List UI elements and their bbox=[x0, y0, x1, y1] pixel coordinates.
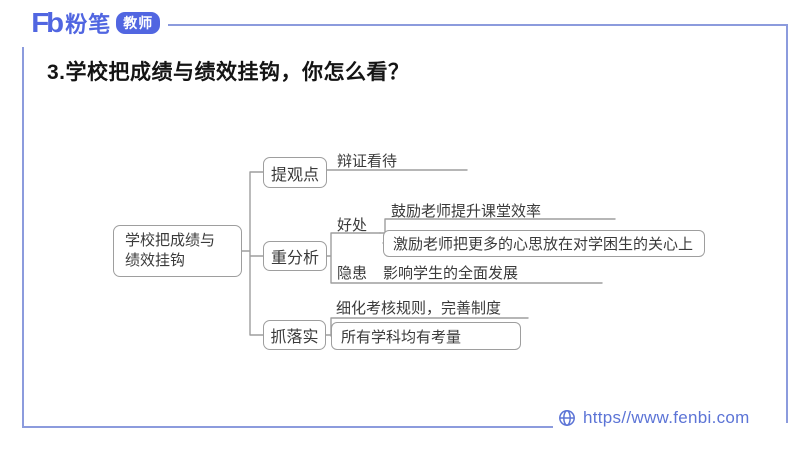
brand-name: 粉笔 bbox=[65, 12, 112, 37]
frame-line-left bbox=[22, 47, 24, 428]
branch-node-implementation: 抓落实 bbox=[263, 320, 326, 350]
subnode-benefits: 好处 bbox=[337, 218, 368, 234]
branch-label: 抓落实 bbox=[270, 329, 319, 346]
leaf-motivate-care-box: 激励老师把更多的心思放在对学困生的关心上 bbox=[383, 230, 705, 257]
footer: https//www.fenbi.com bbox=[558, 408, 750, 428]
fenbi-fb-icon: Fb bbox=[31, 7, 64, 38]
leaf-encourage-efficiency: 鼓励老师提升课堂效率 bbox=[391, 204, 542, 220]
slide-title: 3.学校把成绩与绩效挂钩，你怎么看？ bbox=[47, 61, 410, 84]
footer-url: https//www.fenbi.com bbox=[583, 408, 750, 427]
branch-label: 提观点 bbox=[270, 166, 319, 184]
leaf-dialectical-view: 辩证看待 bbox=[337, 154, 398, 170]
branch-label: 重分析 bbox=[270, 250, 319, 267]
root-label-line1: 学校把成绩与 bbox=[125, 233, 216, 249]
root-label-line2: 绩效挂钩 bbox=[125, 253, 186, 269]
fenbi-logo: Fb 粉笔 教师 bbox=[31, 7, 161, 39]
subnode-risks: 隐患 bbox=[337, 266, 368, 282]
leaf-affect-development: 影响学生的全面发展 bbox=[383, 266, 519, 282]
globe-icon bbox=[559, 410, 575, 426]
leaf-all-subjects-box: 所有学科均有考量 bbox=[331, 322, 521, 350]
leaf-label: 激励老师把更多的心思放在对学困生的关心上 bbox=[393, 237, 694, 253]
branch-node-viewpoint: 提观点 bbox=[263, 157, 327, 188]
frame-line-bottom bbox=[22, 426, 553, 428]
leaf-label: 所有学科均有考量 bbox=[341, 329, 462, 346]
leaf-refine-rules: 细化考核规则，完善制度 bbox=[336, 301, 502, 317]
frame-line-top bbox=[168, 24, 788, 26]
branch-node-analysis: 重分析 bbox=[263, 241, 327, 271]
frame-line-right bbox=[786, 24, 788, 423]
teacher-badge: 教师 bbox=[116, 12, 161, 34]
mindmap-root-node: 学校把成绩与 绩效挂钩 bbox=[113, 225, 242, 277]
